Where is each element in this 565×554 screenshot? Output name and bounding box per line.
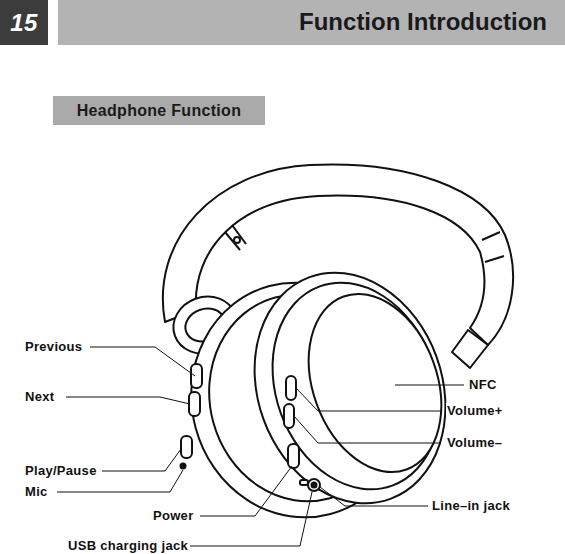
section-heading-box: Headphone Function xyxy=(53,96,265,125)
part-label: Power xyxy=(152,508,195,523)
part-label: Previous xyxy=(24,339,83,354)
box-text: 15 xyxy=(10,9,37,37)
leader-lines xyxy=(57,347,464,546)
part-label: NFC xyxy=(468,377,498,392)
page-number-box: 15 xyxy=(0,0,48,45)
part-label: Line–in jack xyxy=(431,498,511,513)
part-label: Next xyxy=(24,389,55,404)
part-label: USB charging jack xyxy=(67,538,189,553)
part-label: Volume– xyxy=(446,435,503,450)
box-text: Headphone Function xyxy=(77,102,242,120)
part-label: Volume+ xyxy=(446,403,504,418)
page-title: Function Introduction xyxy=(299,8,547,36)
header-bar xyxy=(58,0,565,45)
part-label: Play/Pause xyxy=(24,463,98,478)
part-label: Mic xyxy=(24,484,49,499)
